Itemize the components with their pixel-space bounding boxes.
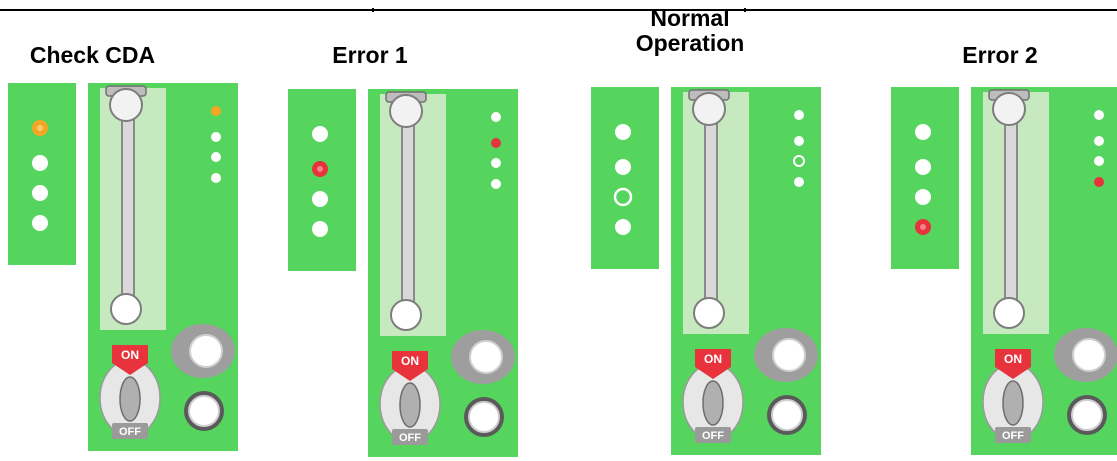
- right-led-1: [491, 112, 501, 122]
- toggle-on-arrow: [112, 345, 148, 375]
- left-led-2: [615, 159, 631, 175]
- upper-knob-button: [1072, 338, 1106, 372]
- right-led-1: [1094, 110, 1104, 120]
- state-title-normal-operation: Normal Operation: [635, 5, 745, 56]
- left-led-1: [32, 120, 48, 136]
- toggle-lever: [702, 380, 724, 426]
- left-led-4: [915, 219, 931, 235]
- left-led-board: [891, 87, 959, 269]
- toggle-off-label: OFF: [119, 426, 141, 438]
- toggle-lever: [399, 382, 421, 428]
- device-panel-graphic: ON OFF: [288, 89, 518, 457]
- right-led-2: [211, 132, 221, 142]
- right-led-3: [793, 155, 805, 167]
- top-table-rule-lines: [0, 8, 1117, 12]
- power-toggle-switch: ON OFF: [982, 349, 1044, 443]
- right-led-2: [1094, 136, 1104, 146]
- right-led-4: [491, 179, 501, 189]
- left-led-1: [312, 126, 328, 142]
- toggle-on-label: ON: [1004, 352, 1022, 366]
- flowmeter-top-knob: [692, 92, 726, 126]
- state-title-check-cda: Check CDA: [29, 42, 156, 68]
- toggle-lever: [119, 376, 141, 422]
- left-led-3: [613, 187, 633, 207]
- device-panel-normal-operation: ON OFF: [591, 87, 821, 459]
- toggle-lever: [1002, 380, 1024, 426]
- right-led-2: [794, 136, 804, 146]
- left-led-4: [615, 219, 631, 235]
- right-led-4: [211, 173, 221, 183]
- left-led-4: [32, 215, 48, 231]
- device-panel-graphic: ON OFF: [8, 83, 238, 451]
- power-toggle-switch: ON OFF: [379, 351, 441, 445]
- left-led-3: [312, 191, 328, 207]
- toggle-off-plate: [392, 429, 428, 445]
- lower-knob-button: [1071, 399, 1103, 431]
- device-panel-graphic: ON OFF: [591, 87, 821, 455]
- upper-knob-button: [189, 334, 223, 368]
- left-led-2: [312, 161, 328, 177]
- flowmeter-tube: [1004, 111, 1018, 313]
- left-led-2: [32, 155, 48, 171]
- left-led-glint-2: [317, 166, 323, 172]
- left-led-glint-1: [37, 125, 43, 131]
- toggle-off-plate: [112, 423, 148, 439]
- device-panel-graphic: ON OFF: [891, 87, 1117, 455]
- flowmeter-tube: [121, 107, 135, 309]
- flowmeter-float: [693, 297, 725, 329]
- device-panel-check-cda: ON OFF: [8, 83, 238, 455]
- toggle-off-label: OFF: [399, 432, 421, 444]
- toggle-on-label: ON: [121, 348, 139, 362]
- right-led-2: [491, 138, 501, 148]
- state-title-error-1: Error 1: [332, 42, 408, 68]
- right-led-3: [1094, 156, 1104, 166]
- right-led-1: [794, 110, 804, 120]
- flowmeter-top-knob: [389, 94, 423, 128]
- flowmeter-float: [110, 293, 142, 325]
- flowmeter-tube: [704, 111, 718, 313]
- toggle-off-label: OFF: [702, 430, 724, 442]
- power-toggle-switch: ON OFF: [682, 349, 744, 443]
- device-panel-error-1: ON OFF: [288, 89, 518, 461]
- left-led-4: [312, 221, 328, 237]
- lower-knob-button: [188, 395, 220, 427]
- left-led-board: [591, 87, 659, 269]
- toggle-off-label: OFF: [1002, 430, 1024, 442]
- flowmeter-float: [993, 297, 1025, 329]
- right-led-4: [1094, 177, 1104, 187]
- left-led-board: [8, 83, 76, 265]
- left-led-3: [32, 185, 48, 201]
- flowmeter-top-knob: [109, 88, 143, 122]
- upper-knob-button: [469, 340, 503, 374]
- toggle-off-plate: [995, 427, 1031, 443]
- left-led-1: [615, 124, 631, 140]
- upper-knob-button: [772, 338, 806, 372]
- lower-knob-button: [771, 399, 803, 431]
- power-toggle-switch: ON OFF: [99, 345, 161, 439]
- flowmeter-tube: [401, 113, 415, 315]
- left-led-1: [915, 124, 931, 140]
- state-title-error-2: Error 2: [962, 42, 1038, 68]
- toggle-on-arrow: [995, 349, 1031, 379]
- left-led-3: [915, 189, 931, 205]
- toggle-on-label: ON: [704, 352, 722, 366]
- right-led-3: [211, 152, 221, 162]
- right-led-1: [211, 106, 221, 116]
- toggle-off-plate: [695, 427, 731, 443]
- right-led-4: [794, 177, 804, 187]
- left-led-glint-4: [920, 224, 926, 230]
- top-table-rule: [0, 0, 1117, 12]
- device-panel-error-2: ON OFF: [891, 87, 1117, 459]
- right-led-3: [491, 158, 501, 168]
- flowmeter-top-knob: [992, 92, 1026, 126]
- toggle-on-arrow: [695, 349, 731, 379]
- toggle-on-arrow: [392, 351, 428, 381]
- lower-knob-button: [468, 401, 500, 433]
- left-led-2: [915, 159, 931, 175]
- flowmeter-float: [390, 299, 422, 331]
- toggle-on-label: ON: [401, 354, 419, 368]
- left-led-board: [288, 89, 356, 271]
